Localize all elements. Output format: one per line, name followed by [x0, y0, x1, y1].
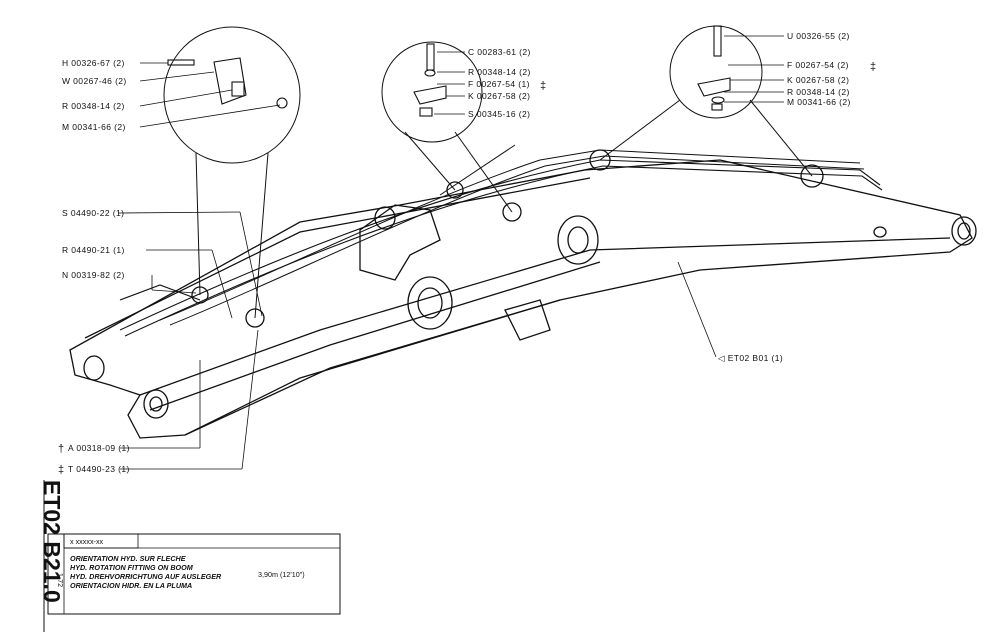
title-block: x xxxxx-xx 1-72 ORIENTATION HYD. SUR FLE…	[47, 533, 341, 615]
callout-T04490-23: T 04490-23 (1)	[68, 464, 130, 474]
callout-K00267-58-right: K 00267-58 (2)	[787, 75, 849, 85]
date-code: 1-72	[56, 573, 63, 587]
title-en: HYD. ROTATION FITTING ON BOOM	[70, 563, 194, 572]
callout-R00348-14-center: R 00348-14 (2)	[468, 67, 531, 77]
callout-H00326-67: H 00326-67 (2)	[62, 58, 125, 68]
callout-C00283-61: C 00283-61 (2)	[468, 47, 531, 57]
callouts-center: C 00283-61 (2) R 00348-14 (2) F 00267-54…	[468, 47, 547, 119]
callout-M00341-66: M 00341-66 (2)	[62, 122, 126, 132]
boom-outline	[69, 144, 977, 439]
callout-F00267-54-center: F 00267-54 (1)	[468, 79, 530, 89]
callout-S04490-22: S 04490-22 (1)	[62, 208, 124, 218]
part-glyphs	[167, 25, 731, 117]
callout-R04490-21: R 04490-21 (1)	[62, 245, 125, 255]
callout-N00319-82: N 00319-82 (2)	[62, 270, 125, 280]
title-ref: x xxxxx-xx	[70, 537, 104, 546]
callout-R00348-14: R 00348-14 (2)	[62, 101, 125, 111]
callout-S00345-16: S 00345-16 (2)	[468, 109, 530, 119]
callout-U00326-55: U 00326-55 (2)	[787, 31, 850, 41]
title-de: HYD. DREHVORRICHTUNG AUF AUSLEGER	[70, 572, 222, 581]
page-code-group: ET02 B21.0	[39, 480, 65, 603]
callout-K00267-58-center: K 00267-58 (2)	[468, 91, 530, 101]
callout-M00341-66-right: M 00341-66 (2)	[787, 97, 851, 107]
title-size: 3,90m (12'10")	[258, 570, 305, 579]
callout-leaders	[117, 35, 784, 470]
double-dagger-mark-center: ‡	[540, 80, 547, 92]
page-code: ET02 B21.0	[39, 480, 65, 603]
callout-R00348-14-right: R 00348-14 (2)	[787, 87, 850, 97]
dagger-mark: †	[58, 443, 65, 455]
callout-F00267-54-right: F 00267-54 (2)	[787, 60, 849, 70]
double-dagger-mark-right: ‡	[870, 61, 877, 73]
callout-A00318-09: A 00318-09 (1)	[68, 443, 130, 453]
title-es: ORIENTACION HIDR. EN LA PLUMA	[70, 581, 192, 590]
callout-W00267-46: W 00267-46 (2)	[62, 76, 127, 86]
boom-reference: ◁ ET02 B01 (1)	[718, 353, 783, 363]
detail-circles	[163, 25, 813, 319]
title-fr: ORIENTATION HYD. SUR FLECHE	[70, 554, 186, 563]
callouts-left: H 00326-67 (2) W 00267-46 (2) R 00348-14…	[58, 58, 130, 476]
double-dagger-mark: ‡	[58, 464, 65, 476]
callouts-right: U 00326-55 (2) F 00267-54 (2) ‡ K 00267-…	[787, 31, 877, 107]
